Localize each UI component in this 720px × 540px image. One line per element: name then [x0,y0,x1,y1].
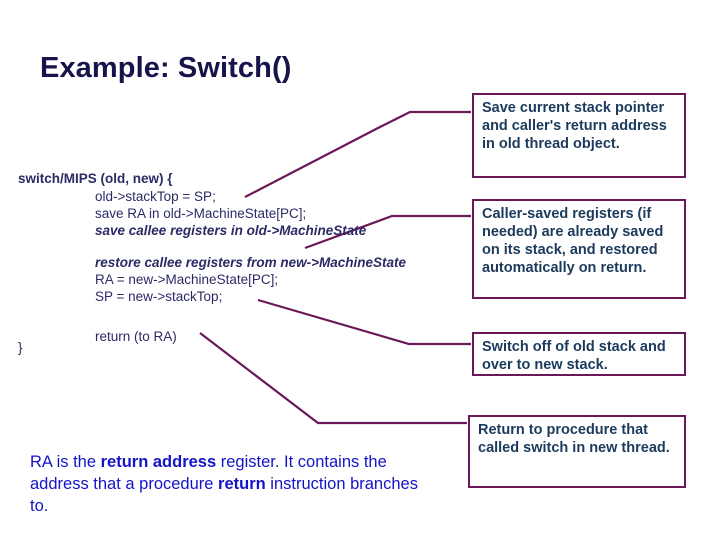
code-line-save-callee: save callee registers in old->MachineSta… [95,223,367,238]
callout-1-emphasis: old [498,135,521,152]
bottom-note-part2: register. It contains the address that a… [30,453,387,493]
callout-1-text-after: thread object. [520,135,620,152]
callout-3-emphasis-old: old [573,339,595,355]
code-line-closing-brace: } [18,340,23,355]
callout-3-text-middle: stack and over to [482,339,666,373]
leader-line-3 [257,298,471,346]
bottom-note-bold1: return address [100,453,217,471]
code-line-restore-ra: RA = new->MachineState[PC]; [95,272,279,287]
callout-4-emphasis: new [589,439,618,456]
code-line-return: return (to RA) [95,329,177,344]
callout-1-text-before: Save current stack pointer and caller's … [482,100,667,152]
callout-2-text: Caller-saved registers (if needed) are a… [482,206,664,276]
callout-switch-stacks: Switch off of old stack and over to new … [472,332,686,376]
callout-3-text-before: Switch off of [482,339,574,355]
code-line-restore-sp: SP = new->stackTop; [95,289,223,304]
bottom-note-part3: instruction branches to. [30,474,418,515]
code-line-signature: switch/MIPS (old, new) { [18,171,173,186]
callout-4-text-before: Return to procedure that called switch i… [478,422,648,456]
page-title: Example: Switch() [40,52,292,84]
bottom-note-bold2: return [218,474,266,493]
leader-line-4 [199,332,467,425]
callout-caller-saved: Caller-saved registers (if needed) are a… [472,199,686,299]
callout-3-emphasis-new: new [534,356,563,373]
callout-return-new-thread: Return to procedure that called switch i… [468,415,686,488]
bottom-note-part1: RA is the [30,453,101,471]
bottom-note: RA is the return address register. It co… [30,452,430,518]
code-line-stacktop-save: old->stackTop = SP; [95,189,216,204]
code-line-restore-callee: restore callee registers from new->Machi… [95,255,407,270]
callout-4-text-after: thread. [617,439,670,456]
callout-3-text-after: stack. [562,356,608,373]
code-line-save-ra: save RA in old->MachineState[PC]; [95,206,307,221]
leader-line-1 [244,110,471,198]
callout-save-state: Save current stack pointer and caller's … [472,93,686,178]
